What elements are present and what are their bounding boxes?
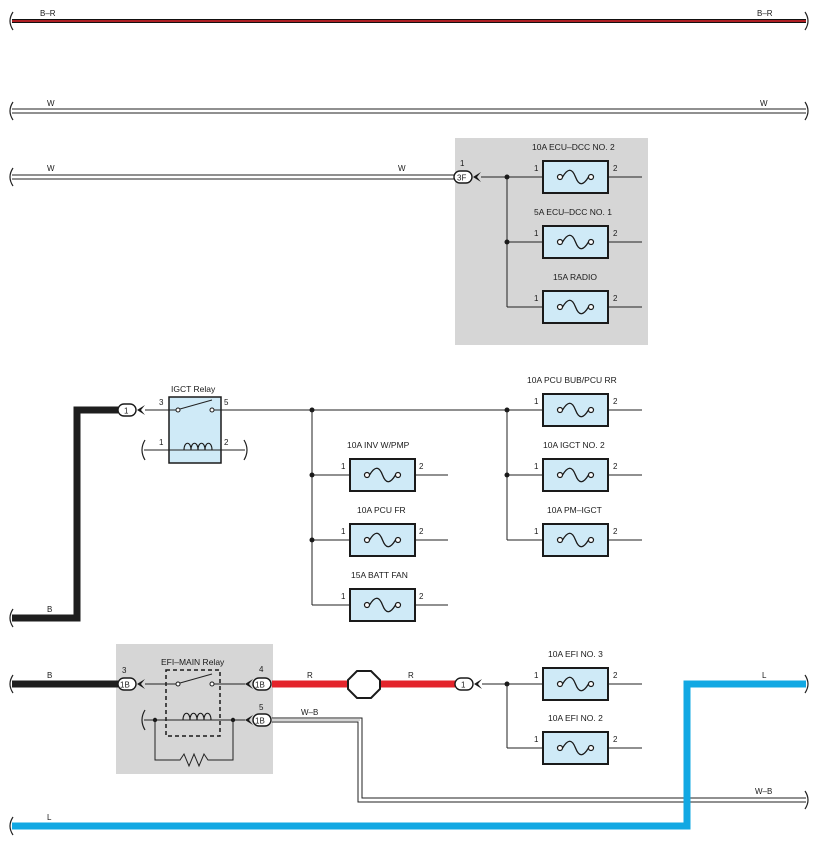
wire-label-b2: B: [47, 671, 52, 680]
fuse-pcu-fr: 10A PCU FR 1 2: [341, 505, 424, 557]
svg-text:10A EFI NO. 2: 10A EFI NO. 2: [548, 713, 603, 723]
wire-r: [272, 670, 455, 699]
connector-1b-pin4: 1B: [252, 677, 272, 691]
svg-text:1: 1: [534, 735, 539, 744]
svg-text:1: 1: [534, 229, 539, 238]
svg-text:10A PCU FR: 10A PCU FR: [357, 505, 406, 515]
svg-text:2: 2: [613, 229, 618, 238]
wire-w-2: [9, 167, 455, 187]
wire-label-w2-mid: W: [398, 164, 406, 173]
svg-text:10A PM–IGCT: 10A PM–IGCT: [547, 505, 602, 515]
svg-text:10A EFI NO. 3: 10A EFI NO. 3: [548, 649, 603, 659]
svg-text:1: 1: [341, 527, 346, 536]
efi-main-relay: EFI–MAIN Relay: [141, 657, 253, 768]
svg-text:1: 1: [124, 407, 129, 416]
wire-label-l-left: L: [47, 813, 52, 822]
wire-b-2: [9, 674, 118, 694]
svg-text:10A INV W/PMP: 10A INV W/PMP: [347, 440, 410, 450]
connector-3f-pin: 1: [460, 159, 465, 168]
svg-text:1B: 1B: [120, 681, 130, 690]
igct-pin-2: 2: [224, 438, 229, 447]
igct-pin-1: 1: [159, 438, 164, 447]
fuse-inv-w-pmp: 10A INV W/PMP 1 2: [341, 440, 424, 492]
wire-label-w1-right: W: [760, 99, 768, 108]
efi-relay-panel: [116, 644, 273, 774]
svg-text:2: 2: [613, 735, 618, 744]
svg-text:1: 1: [341, 592, 346, 601]
wire-label-wb-right: W–B: [755, 787, 772, 796]
svg-text:2: 2: [613, 527, 618, 536]
fuse-ecu-dcc-no1: 5A ECU–DCC NO. 1 1 2: [534, 207, 618, 259]
svg-text:1: 1: [534, 462, 539, 471]
wire-label-l-right: L: [762, 671, 767, 680]
wire-w-1: [9, 101, 809, 121]
fuse-batt-fan: 15A BATT FAN 1 2: [341, 570, 424, 622]
fuse-pm-igct: 10A PM–IGCT 1 2: [534, 505, 618, 557]
connector-1b-pin5: 1B: [252, 713, 272, 727]
efi-fuse-wiring: [482, 681, 642, 749]
connector-1: 1: [117, 403, 145, 417]
svg-text:2: 2: [613, 397, 618, 406]
svg-text:2: 2: [419, 527, 424, 536]
svg-text:1: 1: [534, 671, 539, 680]
fuse-pcu-bub: 10A PCU BUB/PCU RR 1 2: [527, 375, 618, 427]
wire-label-br-left: B–R: [40, 9, 56, 18]
svg-text:10A PCU BUB/PCU RR: 10A PCU BUB/PCU RR: [527, 375, 617, 385]
svg-text:15A RADIO: 15A RADIO: [553, 272, 597, 282]
svg-text:15A BATT FAN: 15A BATT FAN: [351, 570, 408, 580]
connector-1b-pin3-num: 3: [122, 666, 127, 675]
svg-text:5A ECU–DCC NO. 1: 5A ECU–DCC NO. 1: [534, 207, 612, 217]
igct-output-bus: [214, 407, 642, 606]
svg-text:1: 1: [534, 397, 539, 406]
svg-text:EFI–MAIN Relay: EFI–MAIN Relay: [161, 657, 225, 667]
igct-pin-3: 3: [159, 398, 164, 407]
svg-text:2: 2: [613, 164, 618, 173]
connector-1b-pin5-num: 5: [259, 703, 264, 712]
svg-text:3F: 3F: [457, 174, 466, 183]
igct-pin-5: 5: [224, 398, 229, 407]
wire-label-b1: B: [47, 605, 52, 614]
connector-1b-pin3: 1B: [117, 677, 145, 691]
fuse-ecu-dcc-no2: 10A ECU–DCC NO. 2 1 2: [532, 142, 618, 194]
svg-text:1: 1: [341, 462, 346, 471]
fusible-link-icon: [347, 670, 381, 699]
svg-text:2: 2: [419, 592, 424, 601]
connector-1b-pin4-num: 4: [259, 665, 264, 674]
svg-text:1: 1: [534, 164, 539, 173]
svg-text:1: 1: [461, 681, 466, 690]
wire-w-b: [272, 717, 809, 810]
wire-label-w1-left: W: [47, 99, 55, 108]
connector-t: 1: [454, 677, 482, 691]
wire-label-r-left: R: [307, 671, 313, 680]
fuse-efi-no3: 10A EFI NO. 3 1 2: [534, 649, 618, 701]
wire-b-r: [9, 11, 809, 31]
wire-b-1: [9, 406, 118, 628]
svg-text:1B: 1B: [255, 681, 265, 690]
svg-text:2: 2: [613, 462, 618, 471]
svg-text:1B: 1B: [255, 717, 265, 726]
svg-text:2: 2: [419, 462, 424, 471]
svg-text:10A ECU–DCC NO. 2: 10A ECU–DCC NO. 2: [532, 142, 615, 152]
connector-3f: 3F: [453, 170, 481, 184]
igct-relay: IGCT Relay: [141, 384, 312, 464]
wire-l: [9, 674, 809, 836]
svg-text:2: 2: [613, 671, 618, 680]
fuse-radio: 15A RADIO 1 2: [534, 272, 618, 324]
fuse-efi-no2: 10A EFI NO. 2 1 2: [534, 713, 618, 765]
junction-wiring: [481, 174, 642, 308]
wire-label-br-right: B–R: [757, 9, 773, 18]
wire-label-wb-top: W–B: [301, 708, 318, 717]
wire-label-w2-left: W: [47, 164, 55, 173]
svg-text:1: 1: [534, 294, 539, 303]
svg-text:10A IGCT NO. 2: 10A IGCT NO. 2: [543, 440, 605, 450]
fuse-igct-no2: 10A IGCT NO. 2 1 2: [534, 440, 618, 492]
svg-text:2: 2: [613, 294, 618, 303]
svg-text:1: 1: [534, 527, 539, 536]
svg-text:IGCT Relay: IGCT Relay: [171, 384, 216, 394]
wire-label-r-right: R: [408, 671, 414, 680]
